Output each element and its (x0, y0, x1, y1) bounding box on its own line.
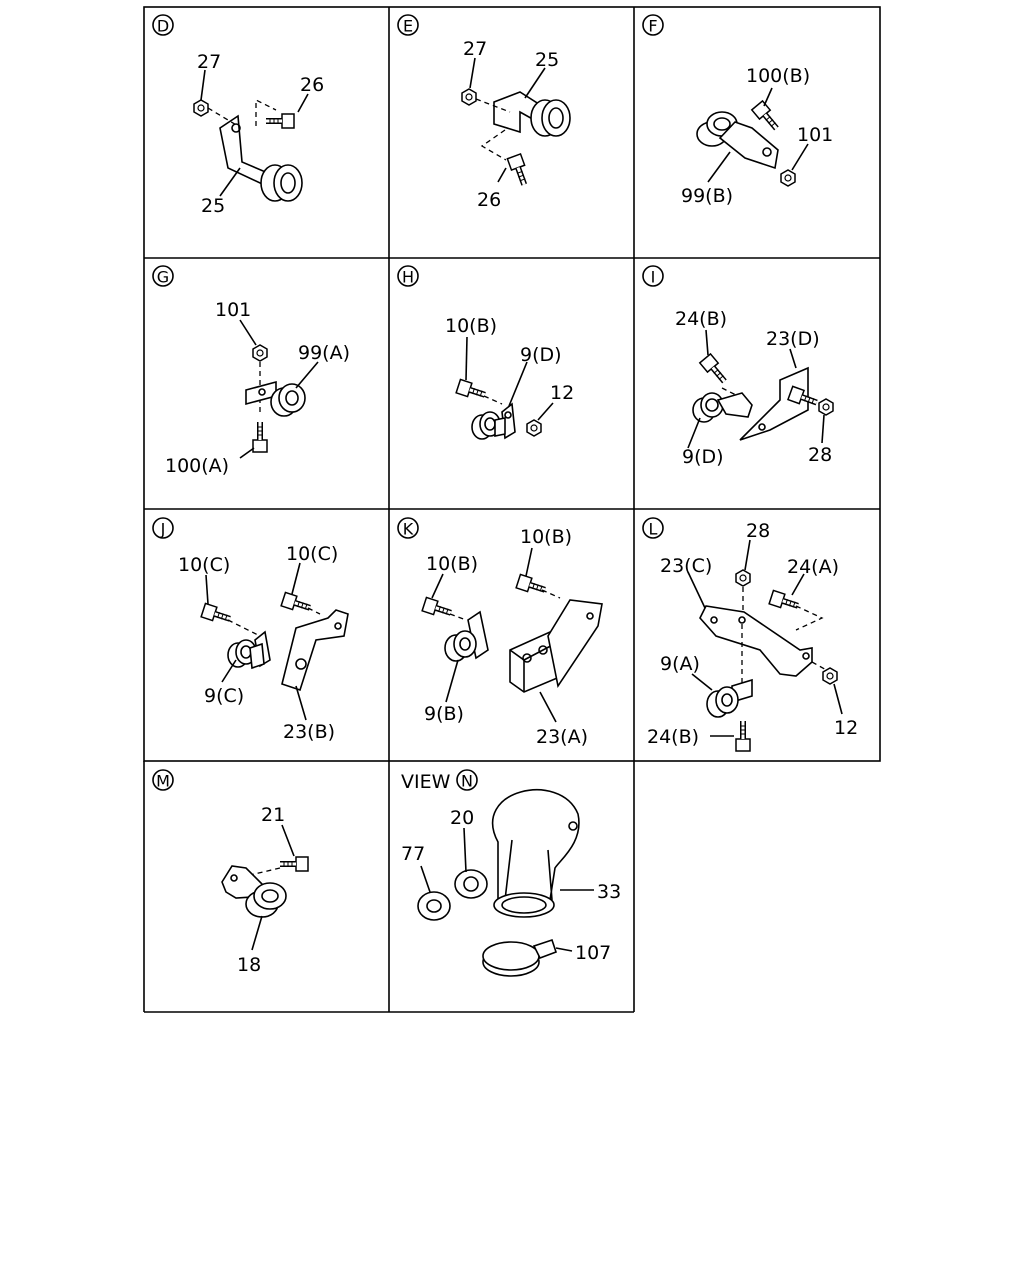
panel-f: F 100(B) 101 99(B) (642, 14, 833, 207)
part-drawing-d (193, 98, 303, 202)
callout-k-10b-left: 10(B) (426, 553, 478, 575)
callout-f-101: 101 (797, 124, 833, 146)
panel-g: G 101 99(A) 100(A) (152, 265, 350, 477)
callout-n-107: 107 (575, 942, 611, 964)
panel-id-d: D (157, 17, 169, 36)
panel-id-g: G (157, 268, 169, 287)
view-prefix: VIEW (401, 771, 451, 793)
part-drawing-g (245, 344, 306, 452)
panel-id-i: I (651, 268, 656, 287)
panel-id-m: M (156, 772, 170, 791)
callout-l-23c: 23(C) (660, 555, 712, 577)
callout-i-28: 28 (808, 444, 832, 466)
panel-j: J 10(C) 10(C) 9(C) 23(B) (152, 517, 349, 743)
callout-m-21: 21 (261, 804, 285, 826)
panel-m: M 21 18 (152, 769, 308, 976)
grid-frame (143, 6, 881, 1013)
panel-id-n: N (461, 772, 473, 791)
panel-id-e: E (403, 17, 413, 36)
callout-g-99a: 99(A) (298, 342, 350, 364)
callout-i-24b: 24(B) (675, 308, 727, 330)
callout-i-23d: 23(D) (766, 328, 820, 350)
callout-e-27: 27 (463, 38, 487, 60)
callout-h-10b: 10(B) (445, 315, 497, 337)
callout-j-10c-right: 10(C) (286, 543, 338, 565)
part-drawing-j (201, 592, 349, 692)
callout-e-26: 26 (477, 189, 501, 211)
callout-j-10c-left: 10(C) (178, 554, 230, 576)
panel-id-k: K (403, 520, 414, 539)
callout-j-9c: 9(C) (204, 685, 244, 707)
callout-d-26: 26 (300, 74, 324, 96)
part-drawing-h (456, 379, 542, 440)
panel-d: D 27 26 25 (152, 14, 324, 217)
part-drawing-m (221, 857, 308, 918)
callout-m-18: 18 (237, 954, 261, 976)
part-drawing-e (461, 88, 571, 187)
panel-id-l: L (649, 520, 658, 539)
callout-f-100b: 100(B) (746, 65, 810, 87)
callout-n-77: 77 (401, 843, 425, 865)
callout-f-99b: 99(B) (681, 185, 733, 207)
callout-l-9a: 9(A) (660, 653, 700, 675)
callout-l-24a: 24(A) (787, 556, 839, 578)
part-drawing-l (699, 569, 838, 751)
panel-k: K 10(B) 10(B) 9(B) 23(A) (397, 517, 603, 748)
callout-e-25: 25 (535, 49, 559, 71)
part-drawing-f (696, 101, 796, 187)
callout-d-25: 25 (201, 195, 225, 217)
part-drawing-k (422, 574, 603, 693)
callout-l-24b: 24(B) (647, 726, 699, 748)
panel-i: I 24(B) 23(D) 9(D) 28 (642, 265, 834, 468)
callout-h-12: 12 (550, 382, 574, 404)
panel-h: H 10(B) 9(D) 12 (397, 265, 574, 440)
panel-e: E 27 25 26 (397, 14, 571, 211)
callout-n-20: 20 (450, 807, 474, 829)
panel-n: VIEW N 20 77 33 107 (401, 769, 621, 977)
callout-g-100a: 100(A) (165, 455, 229, 477)
callout-k-10b-right: 10(B) (520, 526, 572, 548)
callout-g-101: 101 (215, 299, 251, 321)
callout-l-12: 12 (834, 717, 858, 739)
panel-id-f: F (648, 17, 657, 36)
callout-j-23b: 23(B) (283, 721, 335, 743)
callout-i-9d: 9(D) (682, 446, 724, 468)
callout-k-9b: 9(B) (424, 703, 464, 725)
panel-id-j: J (160, 520, 166, 539)
part-drawing-i (692, 354, 834, 441)
callout-h-9d: 9(D) (520, 344, 562, 366)
callout-l-28: 28 (746, 520, 770, 542)
panel-id-h: H (402, 268, 414, 287)
part-drawing-n (417, 789, 580, 977)
callout-d-27: 27 (197, 51, 221, 73)
panel-l: L 28 23(C) 24(A) 9(A) 12 24(B) (642, 517, 858, 751)
callout-n-33: 33 (597, 881, 621, 903)
callout-k-23a: 23(A) (536, 726, 588, 748)
